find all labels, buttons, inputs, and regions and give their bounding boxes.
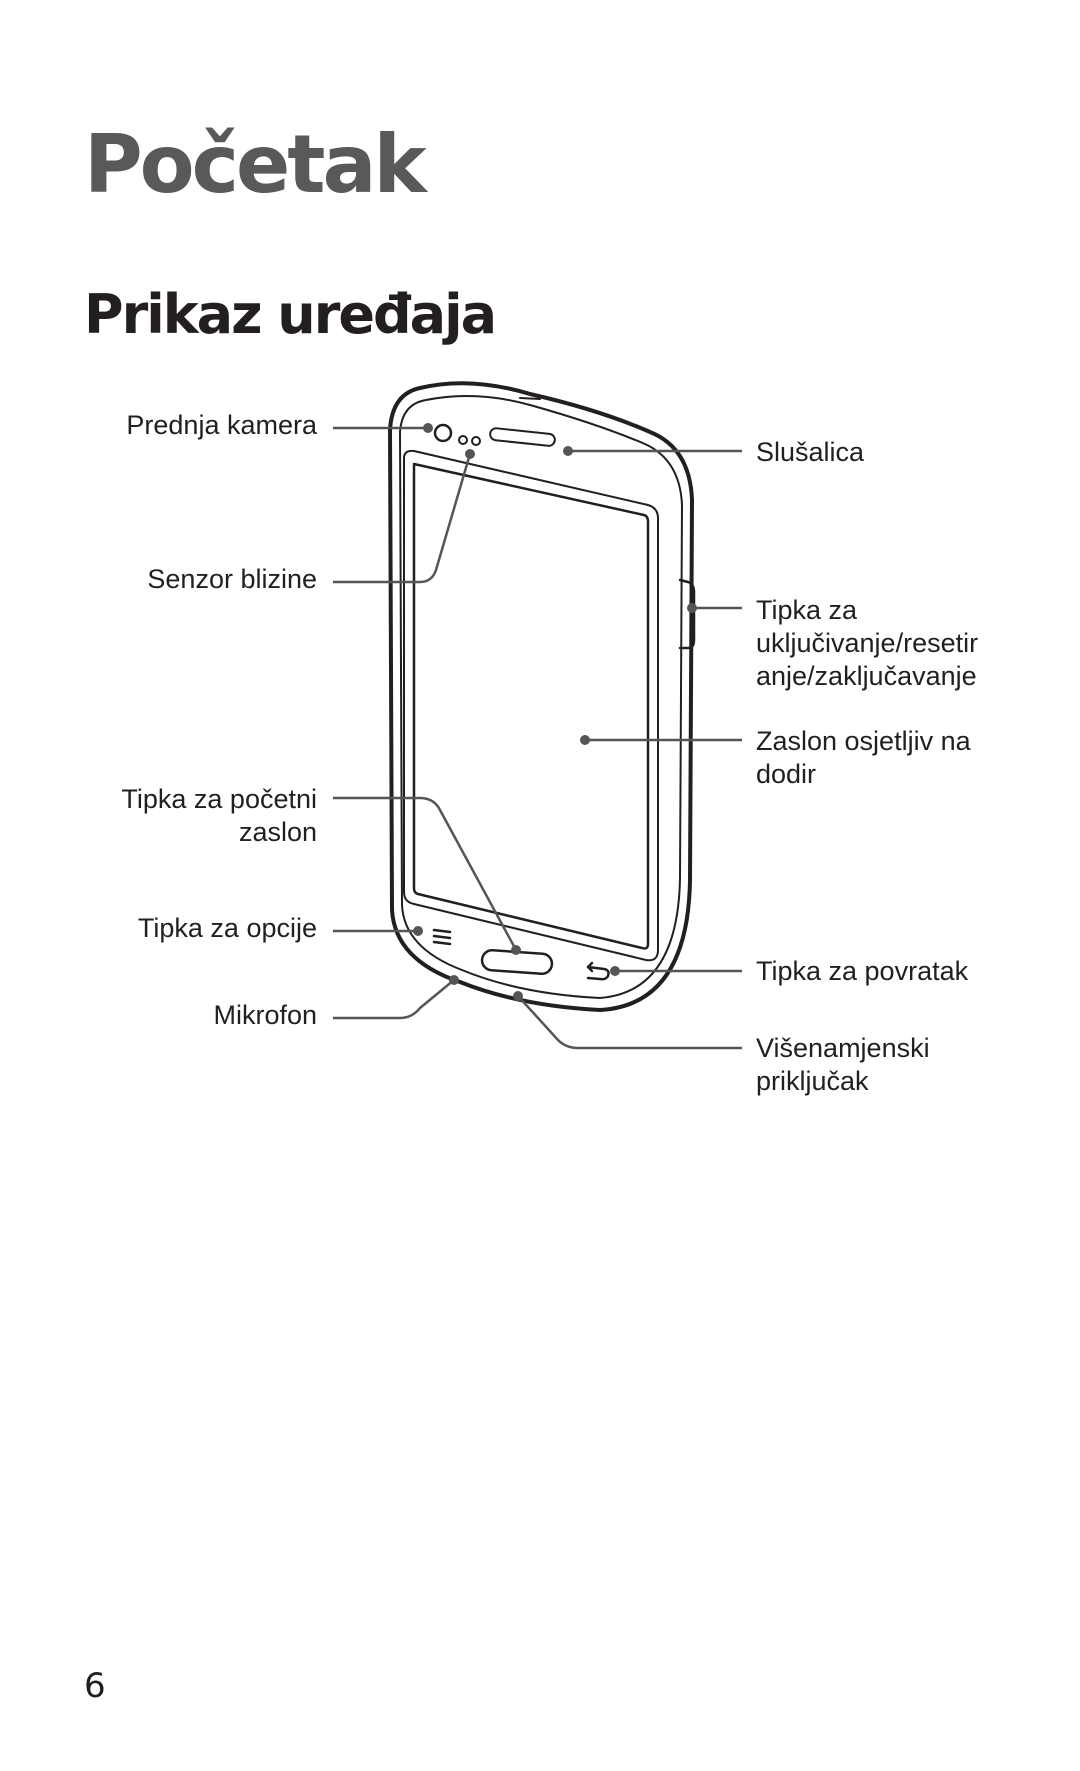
- dot-multipurpose-jack: [513, 991, 523, 1001]
- phone-illustration: [388, 381, 696, 1012]
- label-proximity-sensor: Senzor blizine: [147, 564, 317, 594]
- back-key-icon: [586, 961, 610, 981]
- label-touch-screen-line2: dodir: [756, 759, 817, 789]
- leader-dots: [413, 423, 697, 1001]
- label-touch-screen-line1: Zaslon osjetljiv na: [756, 726, 971, 756]
- dot-touch-screen: [580, 735, 590, 745]
- label-back-key: Tipka za povratak: [756, 956, 969, 986]
- leader-proximity-sensor: [333, 453, 472, 584]
- leader-home-key: [333, 796, 518, 951]
- label-multipurpose-jack: Višenamjenski priključak: [756, 1032, 930, 1098]
- leader-multipurpose-jack: [517, 995, 742, 1050]
- dot-back-key: [610, 966, 620, 976]
- label-power-key: Tipka za uključivanje/resetir anje/zaklj…: [756, 594, 978, 693]
- front-camera-icon: [433, 423, 453, 443]
- dot-front-camera: [423, 423, 433, 433]
- options-key-icon: [432, 928, 452, 946]
- label-microphone: Mikrofon: [213, 1000, 317, 1030]
- label-touch-screen: Zaslon osjetljiv na dodir: [756, 725, 971, 791]
- label-earpiece: Slušalica: [756, 437, 865, 467]
- leader-microphone: [333, 979, 455, 1020]
- dot-options-key: [413, 926, 423, 936]
- dot-microphone: [449, 975, 459, 985]
- label-home-key: Tipka za početni zaslon: [121, 783, 317, 849]
- dot-home-key: [511, 945, 521, 955]
- phone-body-inner: [399, 395, 683, 999]
- section-title: Prikaz uređaja: [84, 283, 497, 346]
- label-home-key-line1: Tipka za početni: [121, 784, 317, 814]
- page-number: 6: [84, 1666, 106, 1706]
- touch-screen: [412, 462, 650, 950]
- display-frame-outer: [403, 449, 659, 962]
- top-slot: [519, 397, 541, 400]
- label-power-key-line2: uključivanje/resetir: [756, 628, 979, 658]
- label-home-key-line2: zaslon: [238, 817, 317, 847]
- dot-proximity-sensor: [465, 449, 475, 459]
- chapter-title: Početak: [84, 118, 427, 211]
- phone-body-outer: [388, 381, 694, 1012]
- label-front-camera: Prednja kamera: [126, 410, 317, 440]
- leader-lines: [333, 426, 742, 1050]
- label-power-key-line3: anje/zaključavanje: [756, 661, 977, 691]
- label-options-key: Tipka za opcije: [137, 913, 317, 943]
- label-multipurpose-jack-line1: Višenamjenski: [756, 1033, 930, 1063]
- proximity-sensor-icon: [458, 435, 468, 445]
- label-multipurpose-jack-line2: priključak: [756, 1066, 869, 1096]
- label-power-key-line1: Tipka za: [756, 595, 858, 625]
- dot-earpiece: [563, 446, 573, 456]
- earpiece-grille: [489, 427, 556, 447]
- dot-power-key: [687, 603, 697, 613]
